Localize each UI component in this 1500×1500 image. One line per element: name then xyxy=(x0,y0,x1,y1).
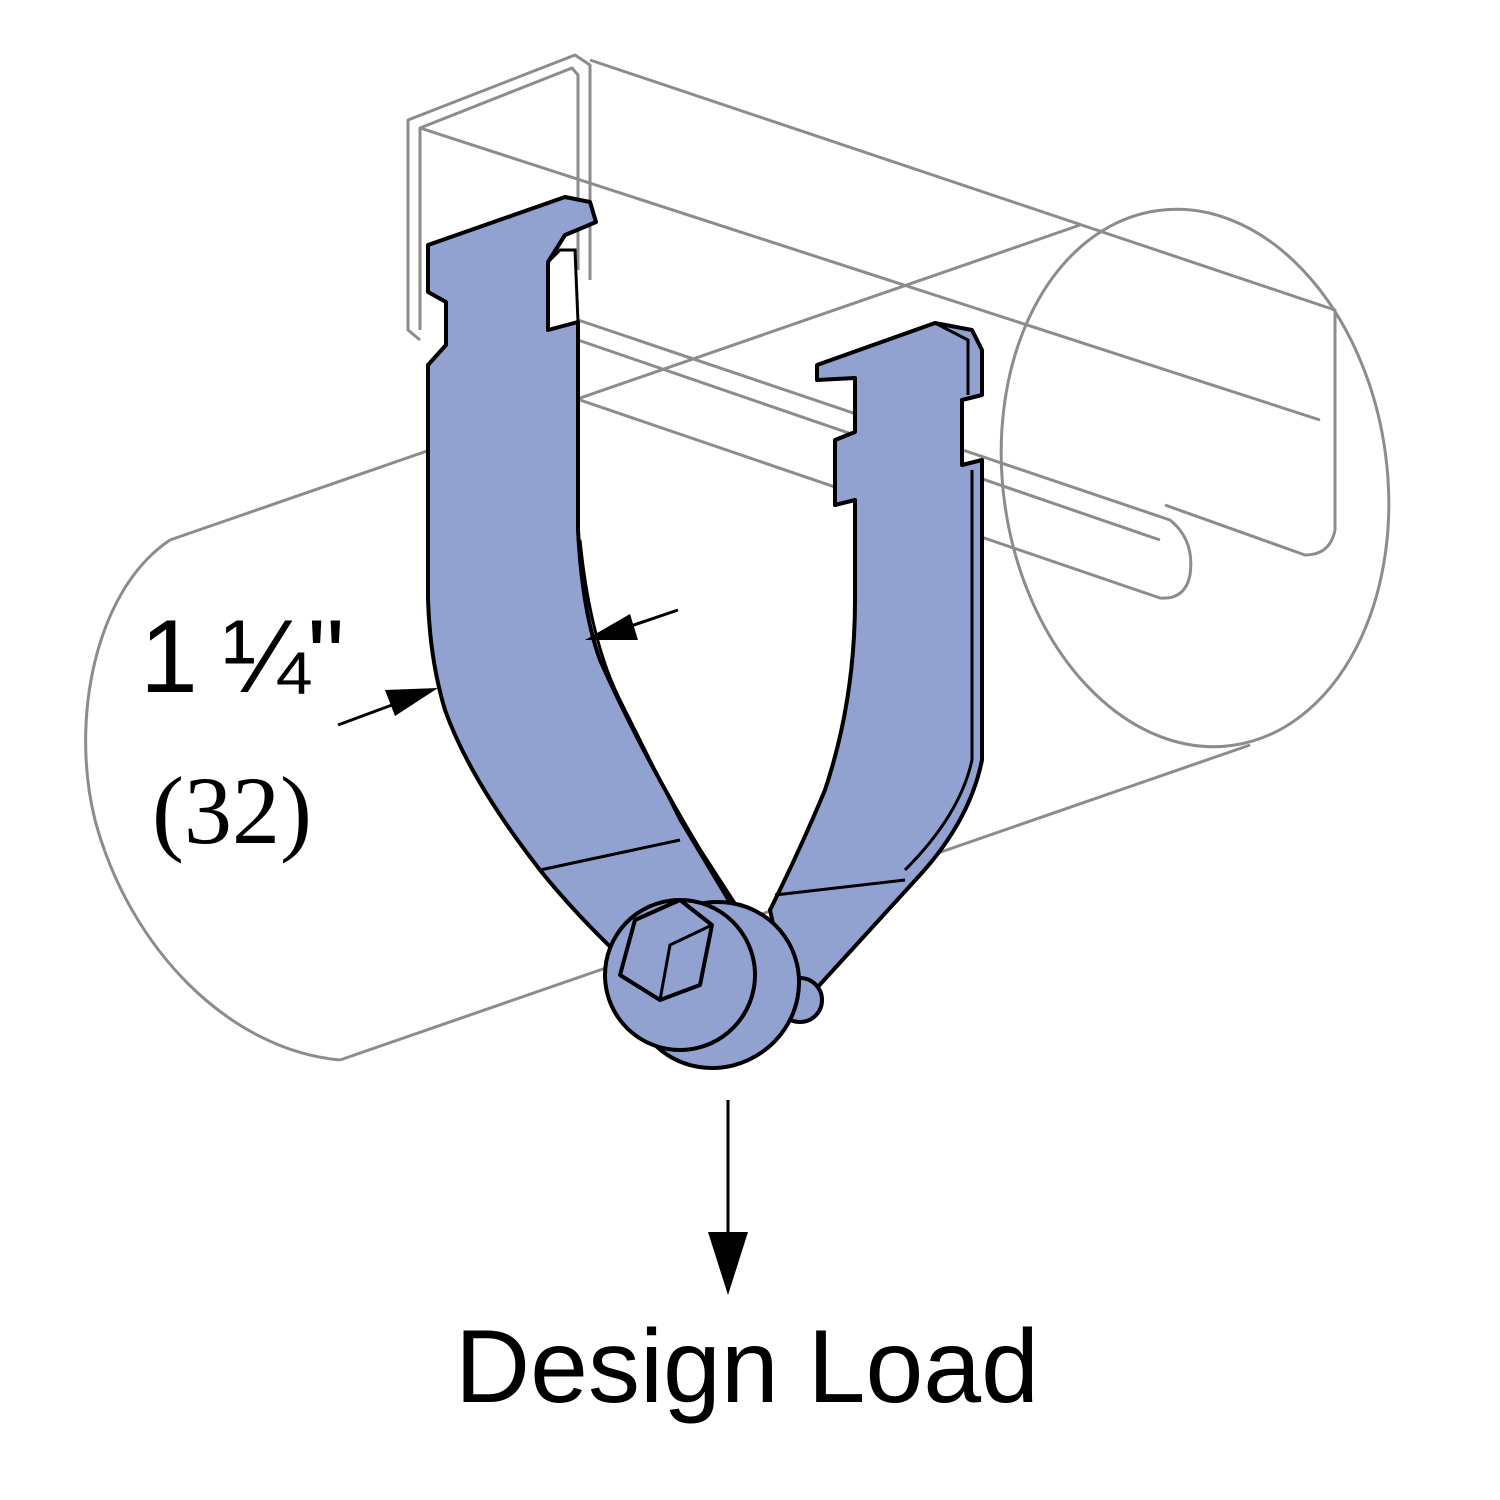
clamp-right-arm xyxy=(768,321,984,1002)
dimension-metric-label: (32) xyxy=(152,757,312,864)
thickness-dimension-arrows xyxy=(337,608,679,727)
design-load-label: Design Load xyxy=(455,1309,1039,1425)
clamp-left-arm xyxy=(426,195,757,982)
design-load-arrow xyxy=(708,1100,748,1295)
dimension-imperial-label: 1 ¼" xyxy=(140,599,344,715)
pipe-outline xyxy=(84,207,1391,1062)
bolt-assembly xyxy=(603,898,824,1070)
